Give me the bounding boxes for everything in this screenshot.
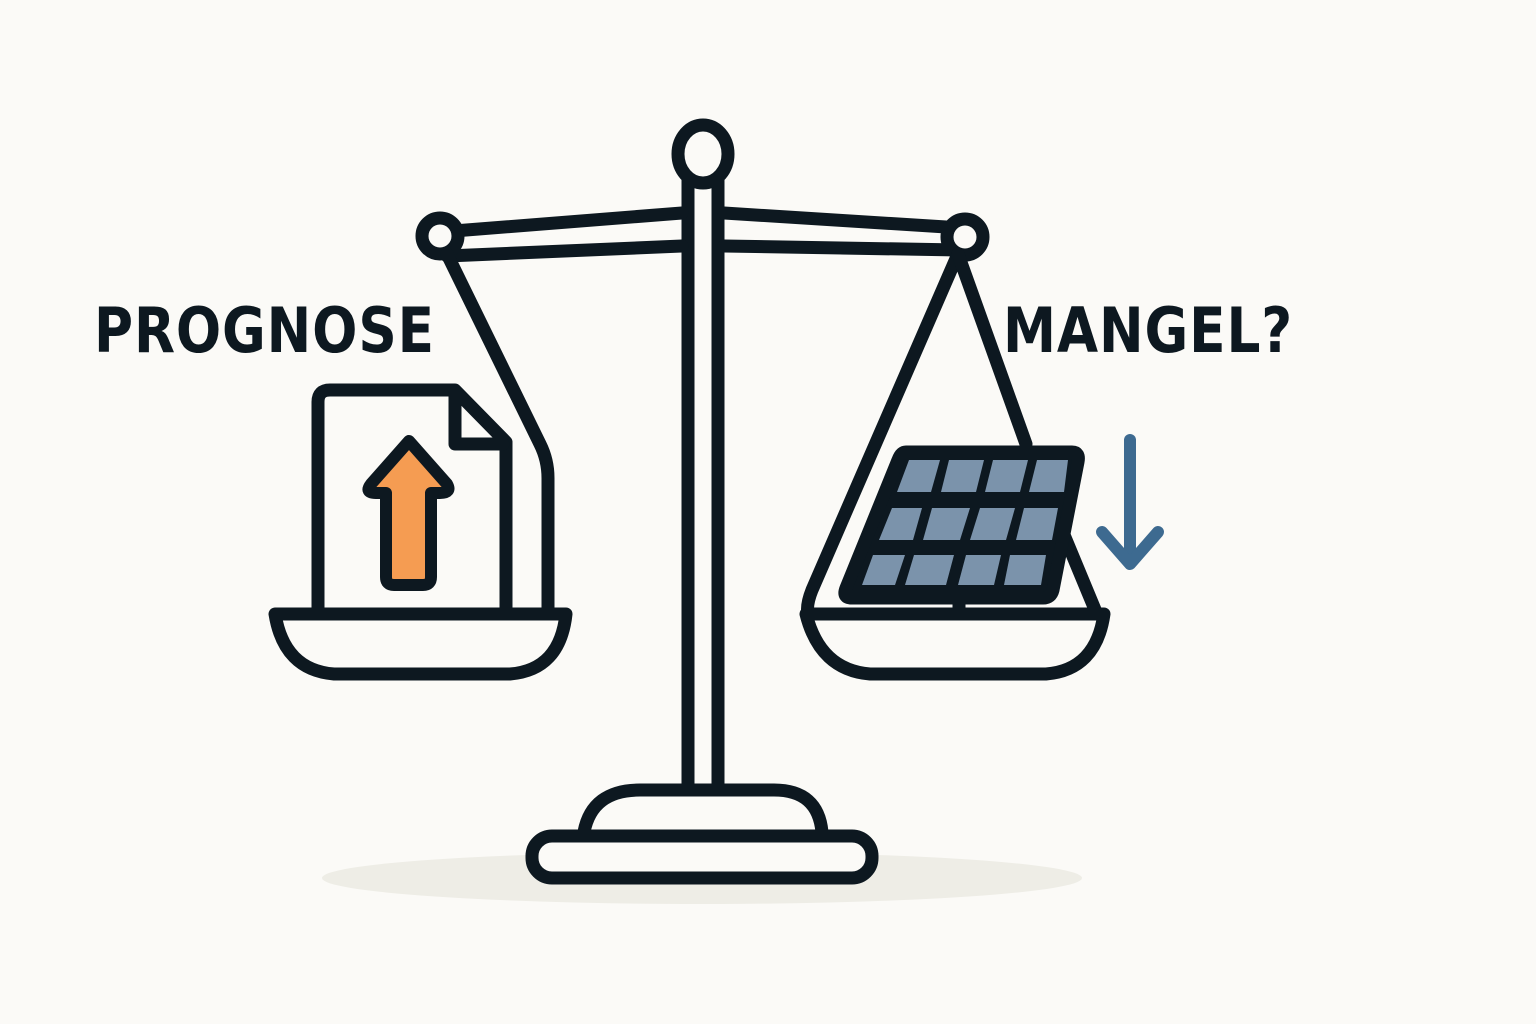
left-pan bbox=[268, 247, 573, 681]
right-pan bbox=[799, 247, 1111, 681]
document-up-arrow-icon bbox=[311, 383, 513, 617]
label-mangel: MANGEL? bbox=[1003, 294, 1294, 367]
solar-panel-icon bbox=[838, 445, 1085, 617]
up-arrow-icon bbox=[362, 435, 455, 591]
label-prognose: PROGNOSE bbox=[94, 294, 435, 367]
down-arrow-icon bbox=[1096, 434, 1164, 570]
balance-scale-icon bbox=[415, 118, 990, 885]
